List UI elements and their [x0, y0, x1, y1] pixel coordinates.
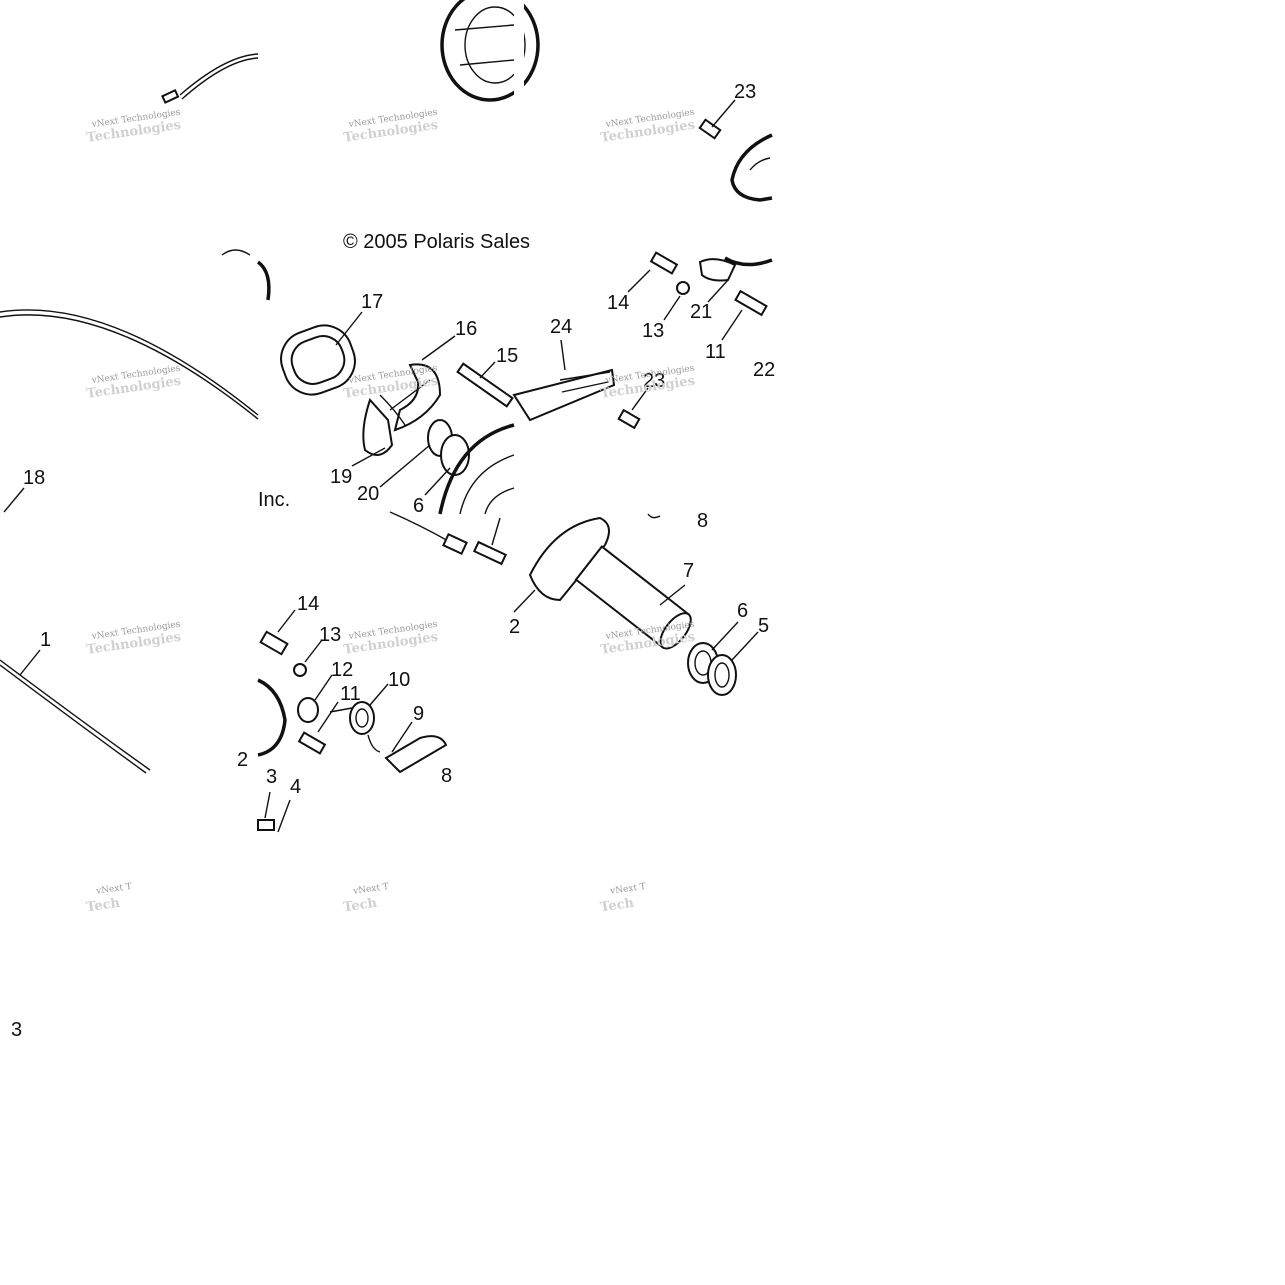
svg-text:vNext T: vNext T — [352, 882, 390, 897]
brake-arm-assembly — [512, 251, 773, 430]
callout-22: 22 — [753, 359, 775, 381]
cable-1 — [0, 649, 151, 774]
callout-13-upper: 13 — [642, 320, 664, 342]
brake-assembly — [256, 260, 515, 515]
callout-12: 12 — [331, 659, 353, 681]
callout-16: 16 — [455, 318, 477, 340]
callout-11-lower: 11 — [340, 683, 361, 705]
callout-24: 24 — [550, 316, 572, 338]
callout-7: 7 — [683, 560, 694, 582]
svg-text:Tech: Tech — [342, 896, 378, 916]
callout-8-right: 8 — [697, 510, 708, 532]
svg-text:Tech: Tech — [85, 896, 121, 916]
callout-21: 21 — [690, 301, 712, 323]
callout-10: 10 — [388, 669, 410, 691]
callout-14-upper: 14 — [607, 292, 629, 314]
callout-3-cut: 3 — [11, 1019, 22, 1041]
svg-text:vNext T: vNext T — [95, 882, 133, 897]
svg-text:vNext T: vNext T — [609, 882, 647, 897]
brake-drum-edge — [440, 0, 540, 120]
callout-14-lower: 14 — [297, 593, 319, 615]
callout-13-lower: 13 — [319, 624, 341, 646]
callout-6-center: 6 — [413, 495, 424, 517]
lever-assembly — [257, 511, 508, 833]
callout-6-right: 6 — [737, 600, 748, 622]
axle-assembly — [513, 513, 759, 696]
svg-text:Tech: Tech — [599, 896, 635, 916]
callout-23-top: 23 — [734, 81, 756, 103]
callout-18: 18 — [23, 467, 45, 489]
callout-4: 4 — [290, 776, 301, 798]
callout-2-cut: 2 — [509, 616, 520, 638]
callout-2-left: 2 — [237, 749, 248, 771]
callout-3: 3 — [266, 766, 277, 788]
callout-15: 15 — [496, 345, 518, 367]
callout-11-upper: 11 — [705, 341, 726, 363]
watermarks: Technologies vNext Technologies Technolo… — [85, 108, 696, 916]
bolt-23-top — [698, 99, 773, 202]
callout-1: 1 — [40, 629, 51, 651]
callout-23-middle: 23 — [643, 370, 665, 392]
copyright-line1: © 2005 Polaris Sales — [343, 231, 530, 253]
callout-19: 19 — [330, 466, 352, 488]
brake-cable-end — [161, 53, 259, 104]
brake-cable — [0, 249, 259, 513]
callout-5: 5 — [758, 615, 769, 637]
callout-20: 20 — [357, 483, 379, 505]
callout-17: 17 — [361, 291, 383, 313]
copyright-line2: Inc. — [258, 489, 290, 511]
callout-9: 9 — [413, 703, 424, 725]
callout-8-cut: 8 — [441, 765, 452, 787]
